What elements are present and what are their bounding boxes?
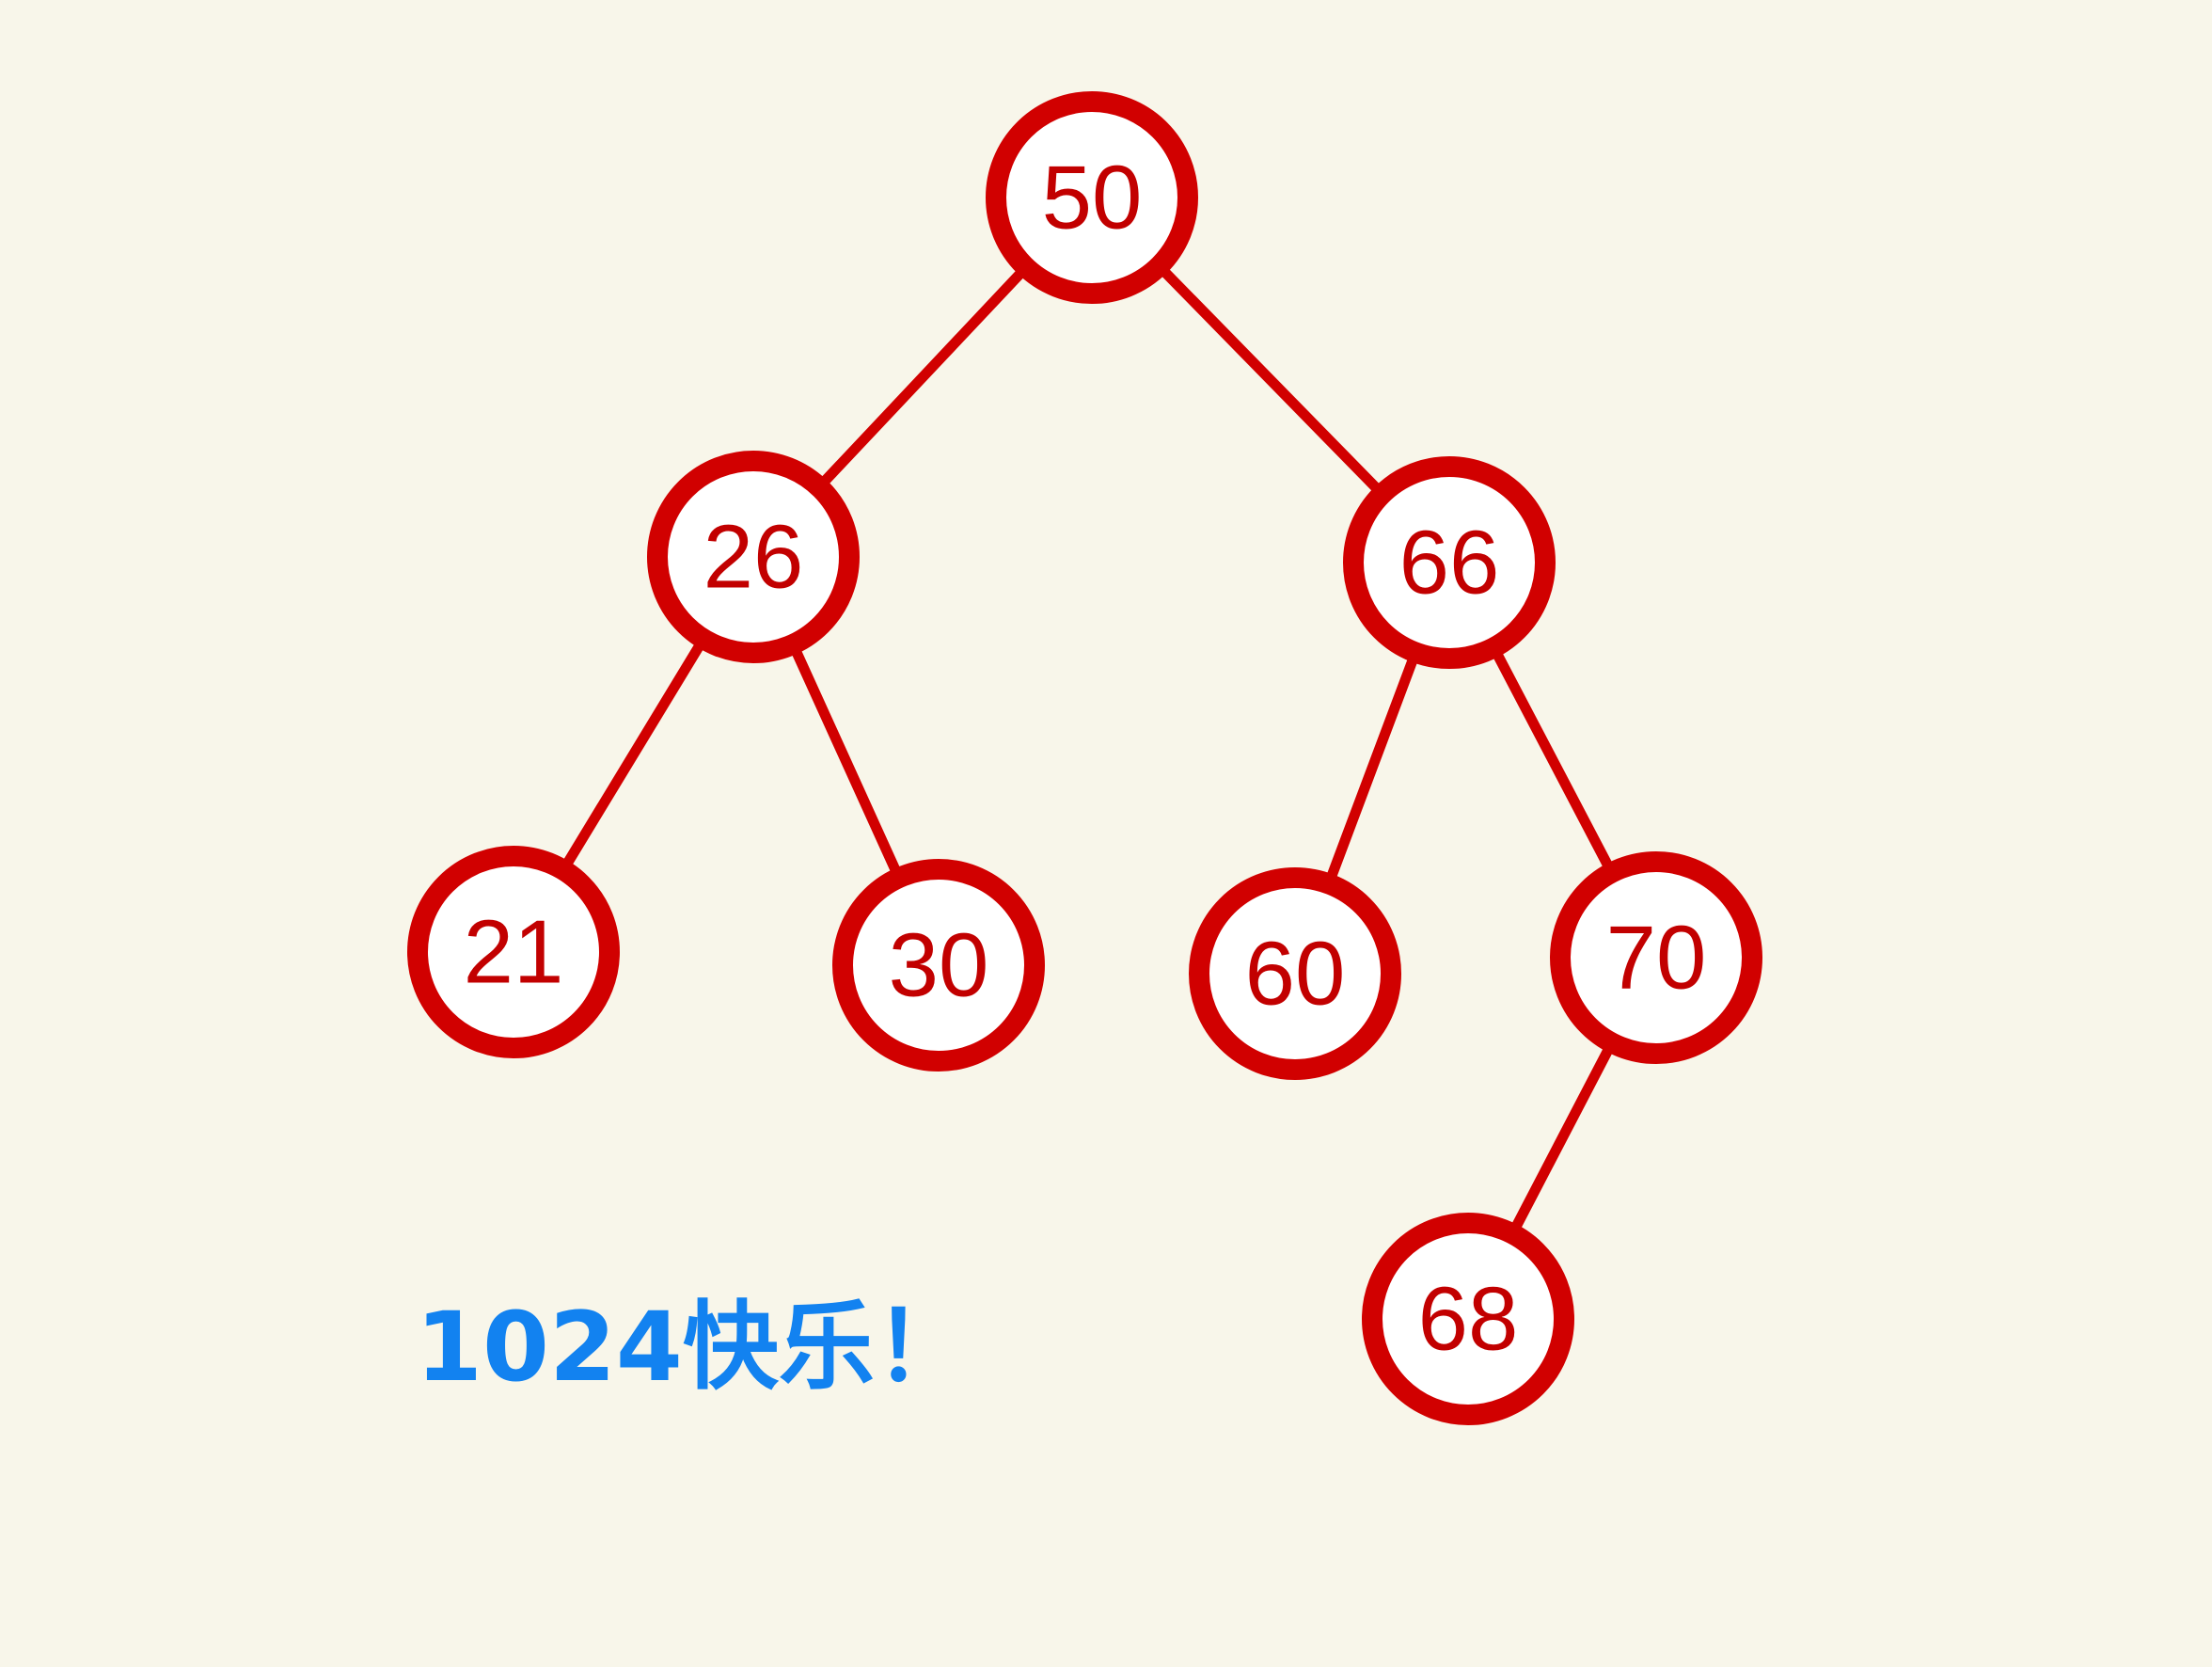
node-label: 50 <box>1042 148 1143 248</box>
tree-node-70: 70 <box>1560 862 1752 1054</box>
tree-node-26: 26 <box>657 461 849 653</box>
node-label: 21 <box>464 902 564 1003</box>
tree-node-21: 21 <box>418 856 609 1048</box>
tree-node-30: 30 <box>843 869 1035 1061</box>
tree-node-50: 50 <box>996 102 1188 294</box>
node-label: 68 <box>1418 1269 1519 1370</box>
node-label: 30 <box>889 915 989 1016</box>
edge-n26-n30 <box>792 641 901 881</box>
edge-n50-n26 <box>816 264 1029 489</box>
node-label: 70 <box>1606 908 1707 1008</box>
edge-n70-n68 <box>1510 1040 1613 1237</box>
edge-n26-n21 <box>561 636 705 873</box>
caption-text: 1024快乐！ <box>416 1300 971 1396</box>
edge-n66-n70 <box>1492 644 1613 876</box>
node-label: 60 <box>1245 924 1346 1024</box>
tree-node-68: 68 <box>1372 1223 1564 1415</box>
tree-node-60: 60 <box>1199 878 1391 1070</box>
edge-n66-n60 <box>1327 649 1416 887</box>
node-label: 66 <box>1399 513 1500 613</box>
edges-layer <box>561 263 1614 1237</box>
node-label: 26 <box>703 507 804 608</box>
tree-node-66: 66 <box>1353 467 1545 659</box>
edge-n50-n66 <box>1157 263 1385 497</box>
